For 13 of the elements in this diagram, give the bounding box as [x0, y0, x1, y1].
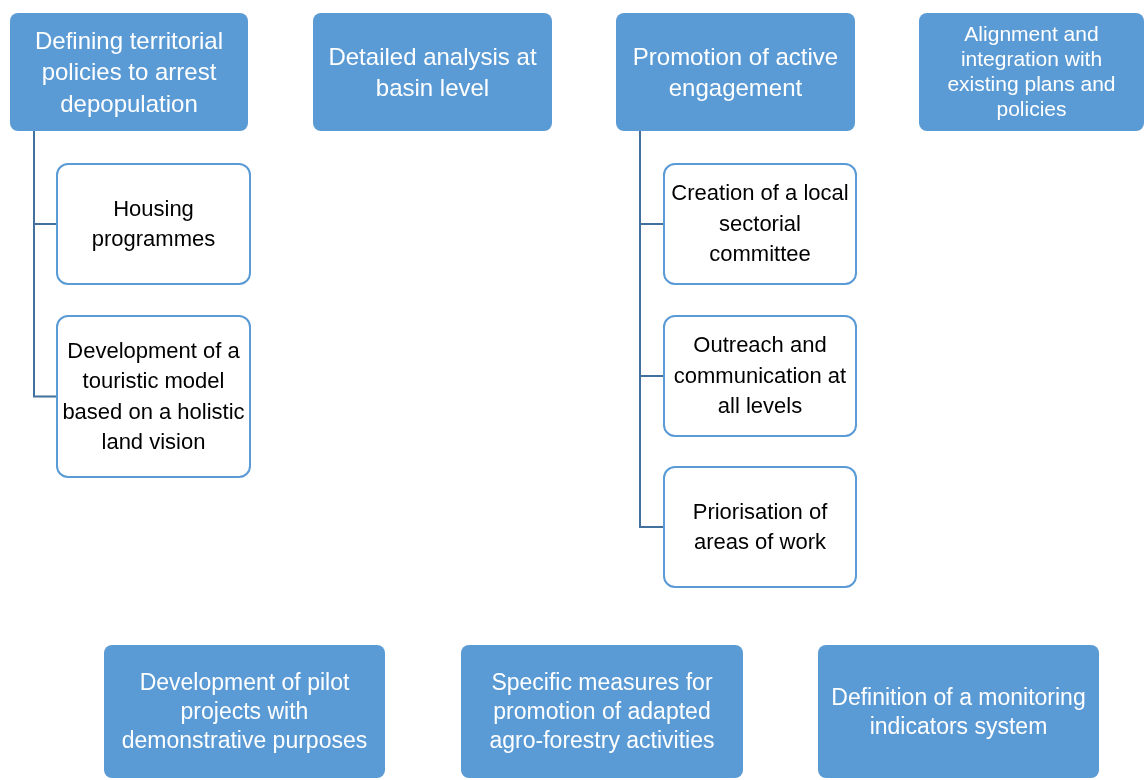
sub-item-box: Housing programmes	[56, 163, 251, 285]
connector-line	[33, 130, 57, 398]
sub-item-box: Development of a touristic model based on a holistic land vision	[56, 315, 251, 478]
topic-box: Specific measures for promotion of adapted agro-forestry activities	[461, 645, 743, 778]
sub-item-box: Creation of a local sectorial committee	[663, 163, 857, 285]
topic-box: Detailed analysis at basin level	[313, 13, 552, 131]
topic-box: Promotion of active engagement	[616, 13, 855, 131]
topic-box: Defining territorial policies to arrest depopulation	[10, 13, 248, 131]
sub-item-box: Outreach and communication at all levels	[663, 315, 857, 437]
topic-box: Development of pilot projects with demonstrative purposes	[104, 645, 385, 778]
topic-box: Definition of a monitoring indicators system	[818, 645, 1099, 778]
sub-item-box: Priorisation of areas of work	[663, 466, 857, 588]
topic-box: Alignment and integration with existing plans and policies	[919, 13, 1144, 131]
